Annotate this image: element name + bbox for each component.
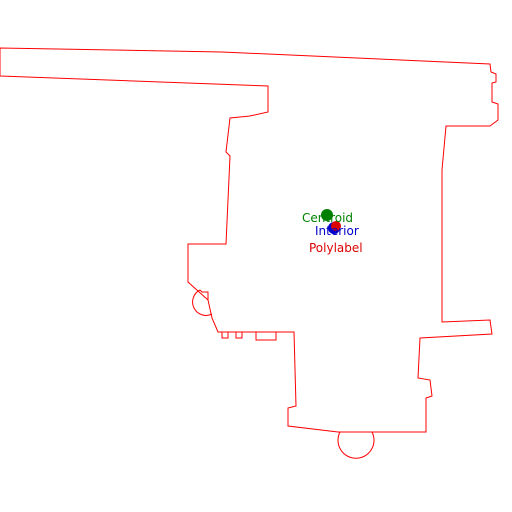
polylabel-marker xyxy=(331,221,341,231)
polylabel-label: Polylabel xyxy=(309,241,363,255)
left-round-notch xyxy=(199,289,209,300)
left-round-tower xyxy=(192,289,213,316)
centroid-marker xyxy=(321,209,333,221)
centroid-label: Centroid xyxy=(302,211,353,225)
lower-wall-crenellations xyxy=(221,332,277,341)
interior-label: Interior xyxy=(315,224,359,238)
bottom-round-apse xyxy=(337,431,375,459)
polygon-outline xyxy=(0,47,499,433)
